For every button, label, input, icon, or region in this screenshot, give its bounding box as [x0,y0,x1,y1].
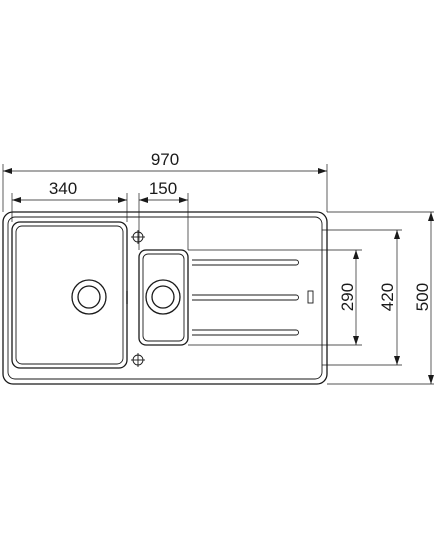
sink-outer-edge [2,211,328,385]
sink-inner-edge [7,216,323,380]
main-drain-outer [71,279,107,315]
dimension-overall-width: 970 [2,150,328,212]
arrow-970-left [3,168,12,174]
arrow-500-bottom [428,375,434,384]
main-bowl-outer [11,221,128,369]
label-prep-bowl-width: 150 [149,179,177,198]
dimension-inner-depth: 420 [322,229,402,366]
arrow-290-bottom [353,336,359,345]
label-overall-depth: 500 [413,283,432,311]
drainer-area [192,259,314,336]
label-bowl-height: 290 [338,283,357,311]
prep-drain-outer [145,279,181,315]
sink-body [2,211,328,385]
arrow-340-right [118,197,127,203]
label-overall-width: 970 [151,150,179,169]
dimension-prep-bowl-width: 150 [138,179,189,250]
drainer-groove-bottom [192,329,299,336]
arrow-420-bottom [394,356,400,365]
prep-bowl-inner [142,253,185,342]
main-bowl-inner [15,225,124,365]
label-bowl-width: 340 [49,179,77,198]
arrow-340-left [12,197,21,203]
arrow-420-top [394,230,400,239]
dimension-bowl-width: 340 [11,179,128,222]
tap-holes [131,230,145,367]
prep-bowl [138,249,189,346]
label-inner-depth: 420 [378,283,397,311]
arrow-970-right [318,168,327,174]
drainer-groove-middle [192,294,299,301]
arrow-500-top [428,212,434,221]
arrow-290-top [353,250,359,259]
prep-bowl-outer [138,249,189,346]
drainer-groove-top [192,259,299,266]
dimension-overall-depth: 500 [327,211,434,385]
prep-drain-inner [151,285,175,309]
arrow-150-left [139,197,148,203]
dimension-bowl-height: 290 [188,249,362,346]
drainer-overflow [307,290,314,304]
arrow-150-right [179,197,188,203]
main-bowl [11,221,128,369]
main-drain-inner [77,285,101,309]
